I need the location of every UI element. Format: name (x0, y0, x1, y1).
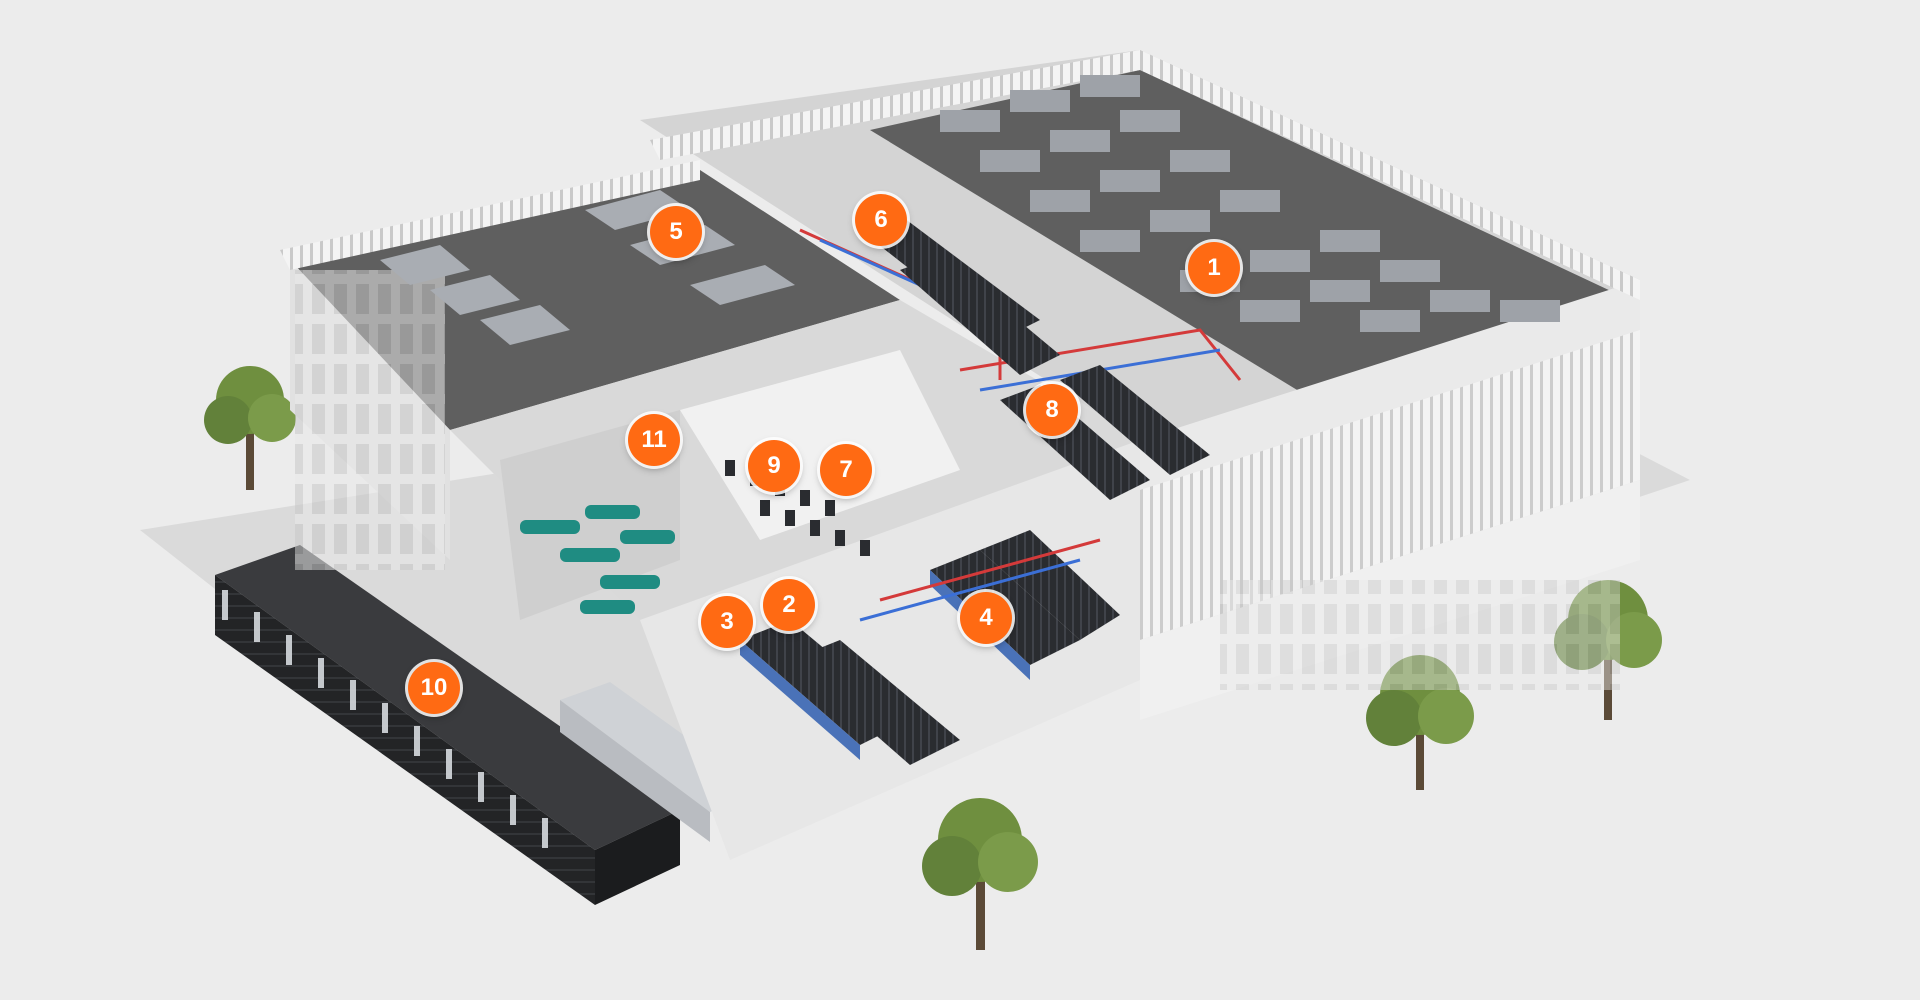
tree-left (204, 366, 296, 490)
annex-building (280, 160, 900, 570)
hotspot-7[interactable]: 7 (820, 444, 872, 496)
hotspot-11[interactable]: 11 (628, 414, 680, 466)
hotspot-1[interactable]: 1 (1188, 242, 1240, 294)
hotspot-2[interactable]: 2 (763, 579, 815, 631)
hotspot-4[interactable]: 4 (960, 592, 1012, 644)
hotspot-5[interactable]: 5 (650, 206, 702, 258)
hotspot-10[interactable]: 10 (408, 662, 460, 714)
hotspot-6[interactable]: 6 (855, 194, 907, 246)
hotspot-3[interactable]: 3 (701, 596, 753, 648)
chiller-units (520, 505, 675, 614)
hotspot-8[interactable]: 8 (1026, 384, 1078, 436)
hotspot-9[interactable]: 9 (748, 440, 800, 492)
tree-front (922, 798, 1038, 950)
